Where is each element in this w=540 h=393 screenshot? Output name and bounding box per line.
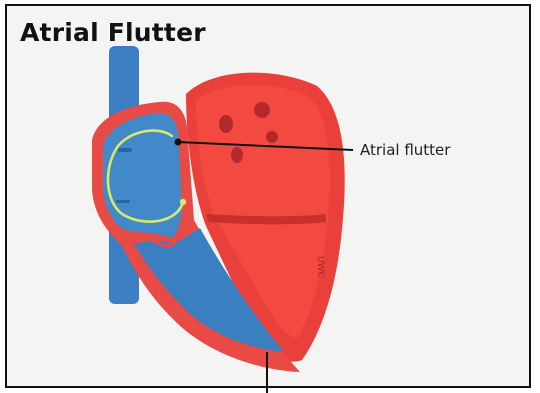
valve-opening-2 — [254, 102, 270, 118]
bottom-divider — [266, 352, 268, 393]
valve-opening-4 — [231, 147, 243, 163]
atrium-marking-1 — [118, 148, 132, 152]
atrium-marking-2 — [116, 200, 130, 203]
valve-opening-3 — [266, 131, 278, 143]
valve-opening-1 — [219, 115, 233, 133]
watermark: UWC — [315, 256, 325, 278]
circuit-origin — [180, 199, 186, 205]
callout-label: Atrial flutter — [360, 141, 450, 159]
